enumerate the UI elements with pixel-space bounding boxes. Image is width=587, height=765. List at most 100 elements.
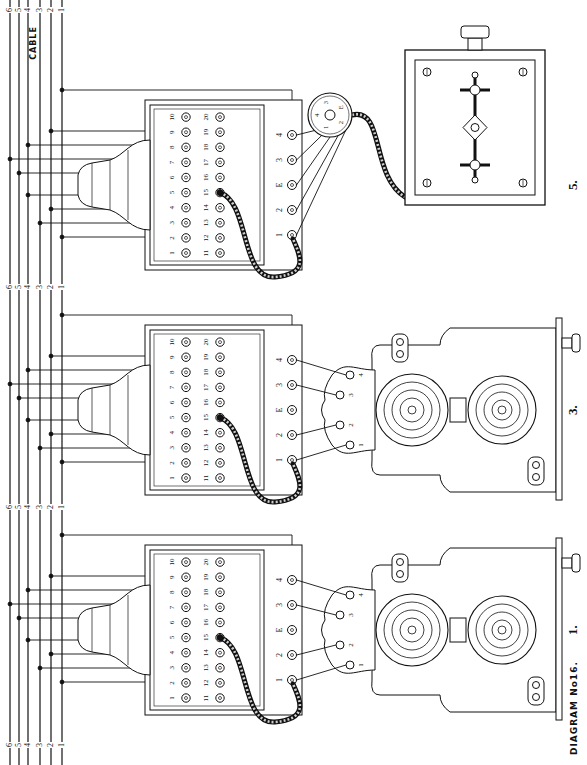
jack-hole	[219, 477, 222, 480]
jack-hole	[219, 356, 222, 359]
jack-hole	[219, 116, 222, 119]
fixing-screw	[423, 179, 431, 187]
flexible-cord	[220, 418, 300, 502]
drop-wire	[62, 462, 150, 463]
cable-wire-number: 1	[58, 284, 66, 290]
cable-wire-number: 5	[15, 7, 23, 13]
jack-hole	[216, 128, 224, 136]
jack-hole	[219, 176, 222, 179]
cable-wire-number: 4	[24, 7, 32, 13]
cable-wire-number: 2	[47, 7, 55, 13]
fixing-screw	[427, 69, 428, 75]
jack-hole	[216, 249, 224, 257]
jack-number: 7	[169, 161, 176, 165]
jack-hole	[185, 236, 188, 239]
jack-number: 4	[169, 651, 176, 655]
jack-number: 5	[169, 191, 176, 195]
junction-dot	[49, 207, 53, 211]
jack-hole	[185, 341, 188, 344]
terminal-label: 2	[276, 208, 284, 212]
terminal-label: E	[276, 408, 284, 413]
telephone-terminal	[346, 441, 354, 449]
jack-hole	[185, 636, 188, 639]
jack-hole	[219, 161, 222, 164]
terminal-screw	[288, 131, 297, 140]
jack-hole	[182, 143, 190, 151]
jack-hole	[185, 131, 188, 134]
jack-number: 13	[203, 219, 210, 226]
jack-number: 10	[169, 339, 176, 346]
drop-wire	[51, 356, 150, 357]
jack-number: 18	[203, 589, 210, 596]
junction-dot	[26, 368, 30, 372]
jack-number: 5	[169, 636, 176, 640]
cable-wire-number: 4	[24, 742, 32, 748]
telephone-terminal-label: 3	[348, 393, 355, 397]
switch-box	[415, 60, 535, 195]
jack-hole	[185, 621, 188, 624]
bell-gong	[476, 384, 528, 436]
flexible-cord	[352, 114, 405, 197]
terminal-label: E	[276, 628, 284, 633]
rosette-terminal-label: 4	[314, 113, 321, 116]
jack-number: 14	[203, 429, 210, 436]
jack-hole	[219, 341, 222, 344]
jack-hole	[219, 236, 222, 239]
terminal-screw	[288, 651, 297, 660]
terminal-screw	[288, 431, 297, 440]
jack-hole	[216, 383, 224, 391]
telephone-terminal	[346, 591, 354, 599]
jack-hole	[182, 173, 190, 181]
terminal-label: 4	[276, 133, 284, 137]
terminal-screw	[288, 601, 297, 610]
jack-hole	[185, 146, 188, 149]
terminal-label: E	[276, 183, 284, 188]
terminal-label: 1	[276, 458, 284, 462]
jack-hole	[216, 603, 224, 611]
bell-gong	[484, 392, 520, 428]
jack-number: 17	[203, 384, 210, 391]
telephone-terminal	[336, 641, 344, 649]
jack-hole	[182, 444, 190, 452]
terminal-screw	[291, 629, 294, 632]
jack-number: 7	[169, 606, 176, 610]
connecting-wire	[297, 645, 337, 655]
crank-handle	[572, 334, 580, 352]
jack-hole	[216, 664, 224, 672]
bell-gong	[384, 382, 440, 438]
jack-number: 7	[169, 386, 176, 390]
connecting-wire	[297, 360, 347, 375]
cable-wire-number: 3	[36, 504, 44, 510]
flexible-cord	[220, 193, 300, 277]
junction-dot	[60, 88, 64, 92]
terminal-screw	[291, 459, 294, 462]
junction-dot	[26, 418, 30, 422]
bell-gong	[384, 602, 440, 658]
terminal-block	[528, 457, 544, 485]
rosette-terminal-label: E	[337, 105, 344, 109]
junction-dot	[60, 235, 64, 239]
rosette-terminal-label: 1	[323, 126, 330, 129]
jack-hole	[216, 444, 224, 452]
plug	[217, 415, 223, 421]
jack-hole	[182, 649, 190, 657]
jack-hole	[216, 353, 224, 361]
jack-hole	[182, 113, 190, 121]
junction-dot	[49, 652, 53, 656]
bell-gong	[392, 610, 432, 650]
instrument-number: 3.	[566, 405, 579, 415]
terminal-screw	[288, 181, 297, 190]
cable-wire-number: 2	[47, 284, 55, 290]
cable-wire-number: 1	[58, 504, 66, 510]
jack-hole	[219, 371, 222, 374]
jack-hole	[185, 606, 188, 609]
switch-pivot	[472, 72, 478, 78]
jack-hole	[182, 664, 190, 672]
jack-hole	[216, 558, 224, 566]
terminal-screw	[288, 356, 297, 365]
jack-number: 6	[169, 621, 176, 625]
terminal-screw	[288, 576, 297, 585]
cable-wire	[18, 0, 19, 765]
jack-hole	[182, 219, 190, 227]
